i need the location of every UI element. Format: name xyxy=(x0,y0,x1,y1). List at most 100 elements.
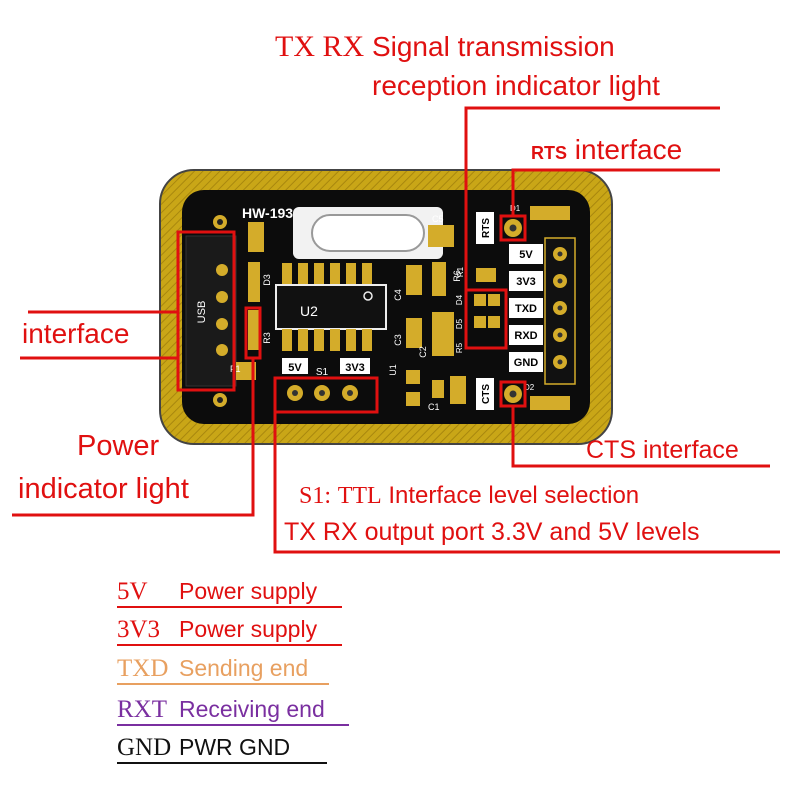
rts-annotation: RTS interface xyxy=(531,136,682,164)
rts-callout-line xyxy=(511,168,720,216)
legend-description: Sending end xyxy=(179,655,309,681)
ref-r3: R3 xyxy=(262,332,272,344)
header-pin-hole xyxy=(557,251,563,257)
ref-d5: D5 xyxy=(455,318,464,329)
legend-underline xyxy=(117,683,329,685)
chip-u2-pins-top xyxy=(282,263,372,285)
s1-rest: Interface level selection xyxy=(388,482,640,509)
board-model-label: HW-193 xyxy=(242,205,293,221)
pin-label-3v3: 3V3 xyxy=(516,276,536,288)
rts-label-bg xyxy=(476,212,494,244)
legend-row-5v: 5V Power supply xyxy=(117,578,342,608)
ref-d4: D4 xyxy=(455,294,464,305)
txrx-annotation-line2: reception indicator light xyxy=(372,70,660,101)
cts-callout-line xyxy=(511,406,770,468)
component-pad xyxy=(476,268,496,282)
pin-label-5v: 5V xyxy=(519,249,533,261)
jumper-pin xyxy=(347,390,353,396)
pin-label-bg xyxy=(509,244,543,264)
component-pad xyxy=(248,222,264,252)
component-pad xyxy=(248,310,260,350)
ref-c5: C5 xyxy=(432,214,444,224)
rts-pad xyxy=(509,224,517,232)
diode-d1 xyxy=(530,206,570,220)
txrx-levels-annotation: TX RX output port 3.3V and 5V levels xyxy=(284,518,700,546)
chip-u2-pins-bottom xyxy=(282,329,372,351)
callout-lines xyxy=(12,106,780,554)
rts-pad-label: RTS xyxy=(481,218,492,238)
tx-led xyxy=(474,294,486,306)
component-pad xyxy=(248,262,260,302)
txrx-annotation-line1: TX RX Signal transmission xyxy=(275,32,615,62)
component-pad xyxy=(450,376,466,404)
legend-row-txd: TXD Sending end xyxy=(117,655,329,685)
board-outer-edge xyxy=(159,169,613,445)
header-pin-hole xyxy=(557,332,563,338)
txrx-prefix: TX RX xyxy=(275,30,365,63)
s1-callout-line xyxy=(273,412,780,554)
s1-ttl: TTL xyxy=(337,483,382,509)
usb-label: USB xyxy=(196,301,208,324)
legend-description: PWR GND xyxy=(179,734,291,760)
header-pin-hole xyxy=(557,305,563,311)
jumper-pin xyxy=(319,390,325,396)
pin-label-txd: TXD xyxy=(515,303,537,315)
s1-highlight-box xyxy=(273,376,379,414)
usb-pin xyxy=(216,291,228,303)
chip-u2-label: U2 xyxy=(300,303,318,319)
ref-r5: R5 xyxy=(455,342,464,353)
usb-pin xyxy=(216,264,228,276)
usb-interface-annotation: interface xyxy=(22,318,130,349)
txrx-led-highlight-box xyxy=(464,288,508,350)
legend-code: GND xyxy=(117,734,172,761)
cts-annotation: CTS interface xyxy=(586,436,739,464)
component-pad xyxy=(236,362,256,380)
legend-description: Receiving end xyxy=(179,696,325,722)
jumper-pin xyxy=(292,390,298,396)
rts-prefix: RTS xyxy=(531,143,567,163)
ref-d3: D3 xyxy=(262,274,272,286)
component-pad xyxy=(406,265,422,295)
component-pad xyxy=(432,262,446,296)
power-callout-line xyxy=(12,358,255,517)
s1-annotation: S1: TTL Interface level selection xyxy=(299,482,640,509)
legend-code: TXD xyxy=(117,655,169,682)
header-pin-hole xyxy=(557,359,563,365)
legend-underline xyxy=(117,644,342,646)
jumper-3v3-label-bg xyxy=(340,358,370,374)
ref-c2: C2 xyxy=(418,346,428,358)
jumper-5v-label: 5V xyxy=(288,362,302,374)
pin-label-bg xyxy=(509,325,543,345)
diode-d2 xyxy=(530,396,570,410)
legend-row-gnd: GND PWR GND xyxy=(117,734,327,764)
rx-led xyxy=(474,316,486,328)
cts-pad-label: CTS xyxy=(481,384,492,404)
legend-description: Power supply xyxy=(179,616,318,642)
ref-c1: C1 xyxy=(428,402,440,412)
jumper-s1-label: S1 xyxy=(316,367,329,378)
pin-label-rxd: RXD xyxy=(514,330,537,342)
header-pin-hole xyxy=(557,278,563,284)
legend-underline xyxy=(117,606,342,608)
pin-label-bg xyxy=(509,298,543,318)
usb-connector xyxy=(185,235,237,387)
regulator-u1 xyxy=(432,380,444,398)
power-annotation-line2: indicator light xyxy=(18,473,189,505)
ref-u1: U1 xyxy=(388,364,398,376)
jumper-3v3-label: 3V3 xyxy=(345,362,365,374)
chip-u2-notch xyxy=(363,291,373,301)
pin-label-gnd: GND xyxy=(514,357,539,369)
usb-pin xyxy=(216,344,228,356)
legend-description: Power supply xyxy=(179,578,318,604)
cts-label-bg xyxy=(476,378,494,410)
txrx-line1-text: Signal transmission xyxy=(371,31,615,62)
regulator-u1 xyxy=(406,370,420,384)
cts-pad xyxy=(509,390,517,398)
legend-underline xyxy=(117,724,349,726)
legend-code: 5V xyxy=(117,578,148,605)
tx-led xyxy=(488,294,500,306)
txrx-callout-line xyxy=(464,106,720,300)
